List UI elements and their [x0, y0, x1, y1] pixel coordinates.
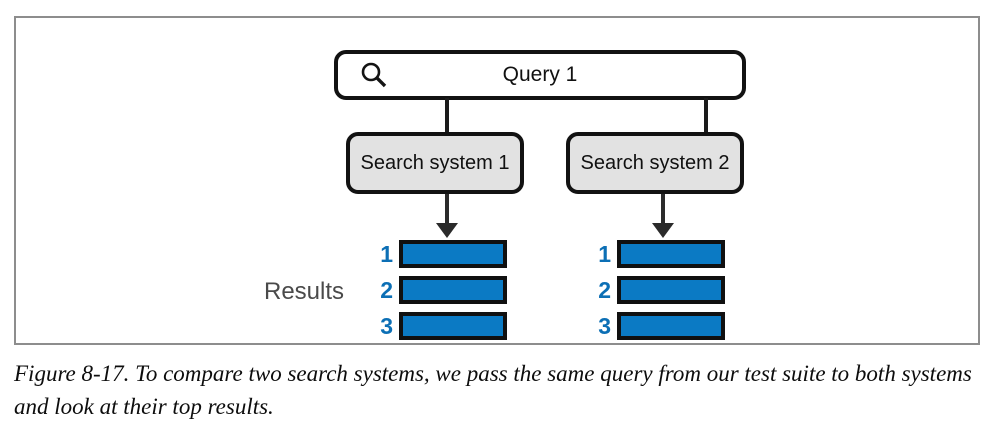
result-row: 3 [373, 312, 507, 340]
arrow-system-1-to-results-head [436, 223, 458, 238]
result-row: 3 [591, 312, 725, 340]
result-rank: 2 [598, 276, 611, 303]
arrow-system-2-to-results-shaft [661, 194, 665, 227]
result-rank: 3 [598, 312, 611, 339]
result-row: 1 [591, 240, 725, 268]
result-bar [617, 276, 725, 304]
result-rank: 3 [380, 312, 393, 339]
result-row: 2 [591, 276, 725, 304]
search-system-2-box[interactable]: Search system 2 [566, 132, 744, 194]
result-row: 1 [373, 240, 507, 268]
search-system-1-label: Search system 1 [360, 151, 510, 174]
query-label: Query 1 [502, 63, 578, 86]
connector-query-to-system-1 [445, 98, 449, 136]
figure-frame: Query 1 Search system 1 Search system 2 … [14, 16, 980, 345]
result-rank: 1 [380, 240, 393, 267]
result-bar [617, 312, 725, 340]
result-bar [399, 240, 507, 268]
result-bar [399, 312, 507, 340]
arrow-system-1-to-results-shaft [445, 194, 449, 227]
search-icon [361, 62, 387, 88]
arrow-system-2-to-results-head [652, 223, 674, 238]
results-column-system-2: 1 2 3 [591, 240, 725, 348]
query-search-box[interactable]: Query 1 [334, 50, 746, 100]
result-row: 2 [373, 276, 507, 304]
search-system-2-label: Search system 2 [580, 151, 730, 174]
search-system-1-box[interactable]: Search system 1 [346, 132, 524, 194]
result-rank: 1 [598, 240, 611, 267]
result-bar [399, 276, 507, 304]
connector-query-to-system-2 [704, 98, 708, 136]
figure-caption: Figure 8-17. To compare two search syste… [14, 361, 972, 419]
results-column-system-1: 1 2 3 [373, 240, 507, 348]
result-bar [617, 240, 725, 268]
result-rank: 2 [380, 276, 393, 303]
results-label: Results [264, 278, 345, 305]
